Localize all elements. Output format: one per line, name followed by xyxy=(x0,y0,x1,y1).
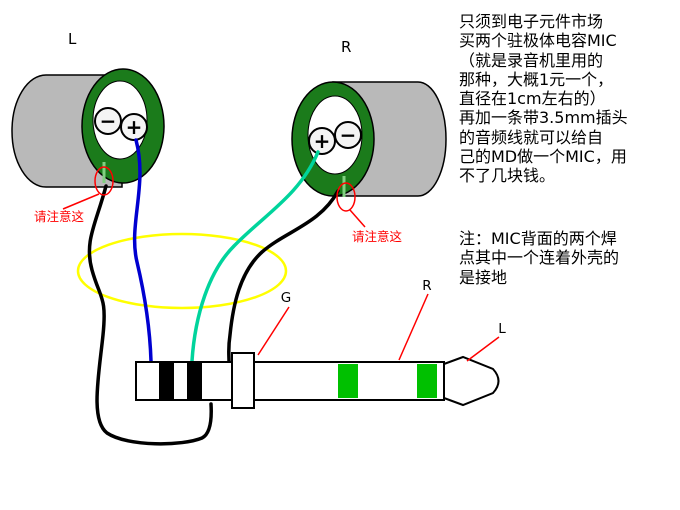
left-mic-label: L xyxy=(68,30,77,48)
plug-tip-label: L xyxy=(498,321,506,337)
right-attention-pointer-line xyxy=(349,209,366,228)
text-line: 己的MD做一个MIC，用 xyxy=(459,147,627,167)
ground-pointer-line xyxy=(257,306,290,356)
text-line: 直径在1cm左右的） xyxy=(459,89,606,109)
right-signal-wire xyxy=(190,150,320,363)
text-line: 是接地 xyxy=(459,267,508,287)
left-mic-terminal-minus xyxy=(94,107,122,135)
left-attention-pointer-line xyxy=(62,193,100,210)
right-mic-minus-symbol: − xyxy=(340,123,357,147)
left-mic-plus-symbol: + xyxy=(126,115,143,139)
left-mic: − + L xyxy=(11,30,165,188)
plug-collar xyxy=(231,352,255,409)
text-line: （就是录音机里用的 xyxy=(459,50,604,70)
audio-plug xyxy=(135,352,500,409)
yellow-highlight-ellipse xyxy=(76,232,288,310)
red-annotations: 请注意这 请注意这 xyxy=(34,166,500,362)
instructions-text: 只须到电子元件市场 买两个驻极体电容MIC （就是录音机里用的 那种，大概1元一… xyxy=(459,12,628,186)
ring-pointer-line xyxy=(398,293,429,361)
plug-ground-label: G xyxy=(281,290,291,306)
tip-pointer-line xyxy=(466,336,500,362)
plug-handle xyxy=(135,361,233,401)
left-mic-ground-wire xyxy=(87,184,213,446)
plug-insulator-band-2 xyxy=(417,364,437,398)
right-attention-text: 请注意这 xyxy=(352,229,403,244)
text-line: 只须到电子元件市场 xyxy=(459,12,604,31)
right-mic: + − R xyxy=(291,38,447,197)
left-signal-wire xyxy=(132,138,153,363)
plug-labels: G R L xyxy=(281,278,506,337)
text-line: 的音频线就可以给自 xyxy=(459,127,604,147)
right-attention-circle xyxy=(336,182,356,212)
wires xyxy=(87,138,340,446)
text-line: 那种，大概1元一个， xyxy=(459,69,614,89)
plug-handle-band-2 xyxy=(187,362,202,400)
text-line: 注：MIC背面的两个焊 xyxy=(459,229,617,248)
grounding-note-text: 注：MIC背面的两个焊 点其中一个连着外壳的 是接地 xyxy=(459,229,619,287)
plug-tip xyxy=(443,355,500,407)
plug-handle-band-1 xyxy=(159,362,174,400)
right-mic-label: R xyxy=(341,38,351,56)
plug-insulator-band-1 xyxy=(338,364,358,398)
right-mic-ground-wire xyxy=(227,189,340,363)
text-line: 再加一条带3.5mm插头 xyxy=(459,108,628,128)
text-line: 买两个驻极体电容MIC xyxy=(459,31,617,51)
left-attention-text: 请注意这 xyxy=(34,209,85,224)
left-mic-terminal-plus xyxy=(120,113,148,141)
right-mic-plus-symbol: + xyxy=(314,129,331,153)
plug-ring-label: R xyxy=(422,278,431,294)
right-mic-terminal-plus xyxy=(308,127,336,155)
left-mic-minus-symbol: − xyxy=(100,109,117,133)
left-attention-circle xyxy=(94,166,114,196)
right-mic-terminal-minus xyxy=(334,121,362,149)
text-line: 不了几块钱。 xyxy=(459,166,556,186)
text-line: 点其中一个连着外壳的 xyxy=(459,248,620,268)
